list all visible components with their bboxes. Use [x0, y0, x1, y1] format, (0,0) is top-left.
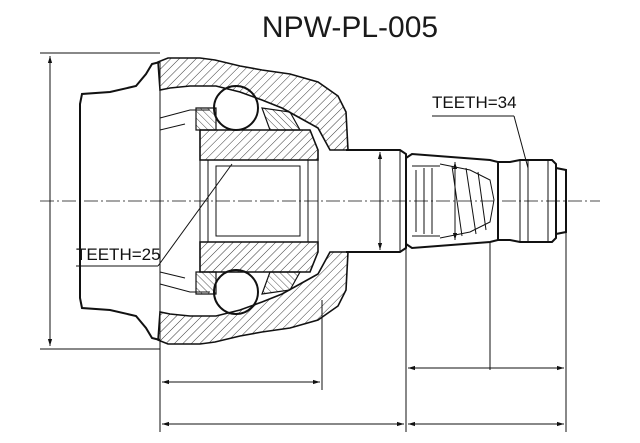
teeth-outer-callout: TEETH=34: [432, 93, 529, 169]
inner-race: [199, 129, 319, 273]
stub-shaft: [346, 149, 567, 253]
ball-cage: [195, 107, 302, 295]
outer-race-housing: [79, 57, 349, 345]
teeth-inner-label: TEETH=25: [76, 245, 161, 264]
teeth-inner-callout: TEETH=25: [76, 163, 233, 267]
ball-upper: [213, 85, 259, 131]
height-dimension: [40, 52, 160, 350]
teeth-outer-label: TEETH=34: [432, 93, 517, 112]
drawing-title: NPW-PL-005: [262, 11, 438, 44]
ball-lower: [213, 269, 259, 315]
length-dimensions: [159, 232, 567, 432]
